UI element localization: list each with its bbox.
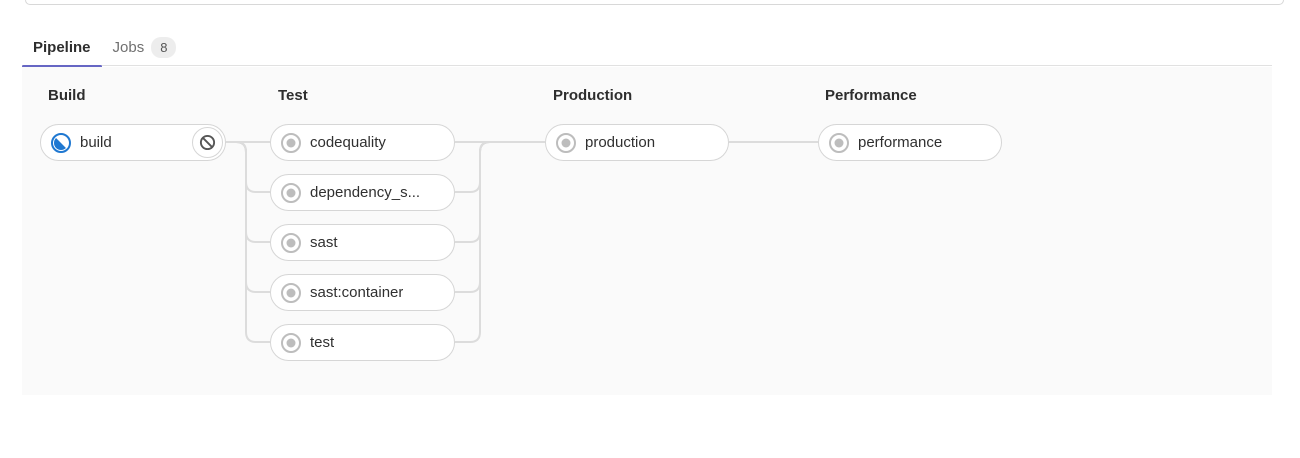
job-sast[interactable]: sast — [270, 224, 455, 261]
stage-title-test: Test — [278, 87, 308, 104]
job-build[interactable]: build — [40, 124, 226, 161]
pipeline-tab-bar: Pipeline Jobs 8 — [22, 30, 1272, 68]
job-dependency-scanning[interactable]: dependency_s... — [270, 174, 455, 211]
job-name: sast — [310, 234, 338, 251]
cancel-job-button[interactable] — [192, 127, 223, 158]
tab-jobs[interactable]: Jobs 8 — [102, 30, 188, 66]
cancel-ban-icon — [199, 134, 216, 151]
job-name: test — [310, 334, 335, 351]
created-status-icon — [556, 132, 576, 153]
jobs-count-badge: 8 — [151, 37, 177, 58]
tab-jobs-label: Jobs — [112, 39, 145, 56]
stage-title-build: Build — [48, 87, 86, 104]
created-status-icon — [281, 332, 301, 353]
stage-title-production: Production — [553, 87, 633, 104]
job-name: sast:container — [310, 284, 404, 301]
tab-pipeline-label: Pipeline — [33, 39, 91, 56]
job-production[interactable]: production — [545, 124, 729, 161]
job-test[interactable]: test — [270, 324, 455, 361]
created-status-icon — [281, 232, 301, 253]
job-name: build — [80, 134, 112, 151]
job-name: dependency_s... — [310, 184, 421, 201]
tab-pipeline[interactable]: Pipeline — [22, 30, 102, 68]
created-status-icon — [281, 282, 301, 303]
job-performance[interactable]: performance — [818, 124, 1002, 161]
created-status-icon — [829, 132, 849, 153]
pipeline-connector-lines — [226, 141, 818, 343]
job-name: performance — [858, 134, 943, 151]
created-status-icon — [281, 132, 301, 153]
job-name: codequality — [310, 134, 386, 151]
truncated-card-above — [25, 0, 1284, 5]
running-status-icon — [51, 132, 71, 153]
job-name: production — [585, 134, 656, 151]
job-codequality[interactable]: codequality — [270, 124, 455, 161]
stage-title-performance: Performance — [825, 87, 917, 104]
job-sast-container[interactable]: sast:container — [270, 274, 455, 311]
created-status-icon — [281, 182, 301, 203]
pipeline-graph: Build Test Production Performance build … — [22, 67, 1272, 395]
